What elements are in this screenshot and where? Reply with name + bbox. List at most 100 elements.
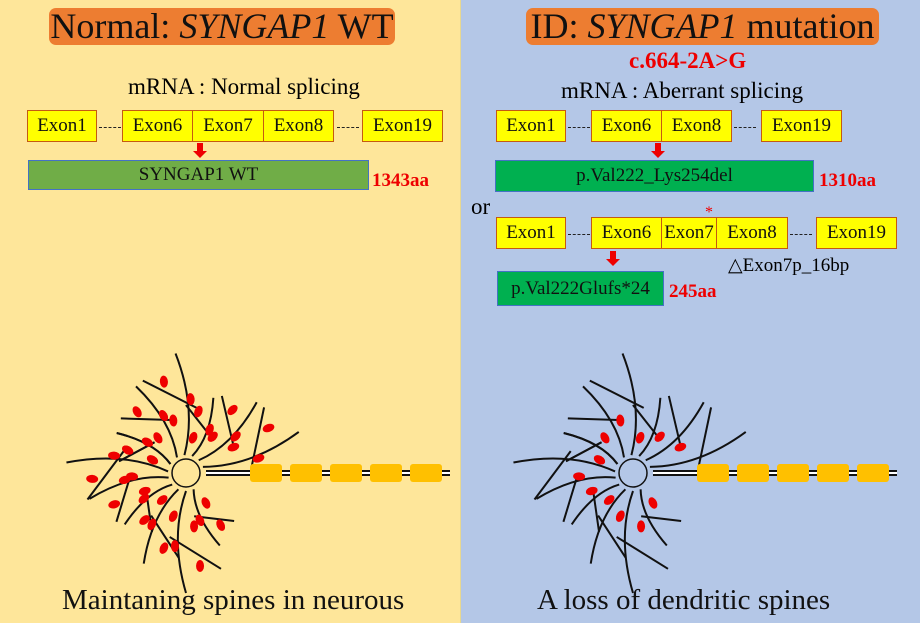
normal-panel: Normal: SYNGAP1 WT mRNA : Normal splicin…: [0, 0, 460, 623]
exon-box: Exon19: [362, 110, 443, 142]
dendrite-branch: [567, 417, 619, 422]
dendrite-branch: [533, 450, 572, 501]
dendrite-branch: [592, 491, 601, 533]
spine: [600, 432, 610, 444]
dendrite: [649, 431, 747, 468]
or-label: or: [471, 194, 491, 219]
myelin-segment: [290, 464, 322, 482]
dendrite-branch: [641, 515, 682, 523]
dendrite-branch: [562, 473, 579, 523]
dendrite: [142, 488, 180, 564]
dendrite-branch: [632, 404, 659, 438]
spine: [573, 472, 586, 481]
spine: [252, 454, 265, 463]
myelin-segment: [250, 464, 282, 482]
mutation-asterisk: *: [705, 204, 713, 221]
exon-box: Exon19: [761, 110, 842, 142]
spine: [147, 518, 157, 531]
dendrite: [582, 385, 625, 458]
myelin-segment: [817, 464, 849, 482]
exon-box: Exon7: [661, 217, 717, 249]
protein-length: 1343aa: [372, 170, 429, 191]
mutation-panel: ID: SYNGAP1 mutation c.664-2A>G mRNA : A…: [460, 0, 920, 623]
dendrite: [513, 457, 616, 473]
normal-caption: Maintaning spines in neurous: [62, 584, 405, 616]
intron-dash: [337, 127, 359, 128]
exon-box: Exon6: [591, 110, 662, 142]
spine: [216, 519, 226, 531]
dendrite: [621, 353, 637, 456]
intron-dash: [734, 127, 756, 128]
spine: [635, 431, 645, 444]
spine: [227, 404, 238, 416]
spine: [138, 493, 150, 504]
dendrite: [589, 488, 627, 564]
dendrite-branch: [142, 379, 198, 409]
myelin-segment: [737, 464, 769, 482]
exon-box: Exon8: [661, 110, 732, 142]
spine: [158, 410, 169, 422]
spine: [190, 520, 199, 533]
dendrite: [135, 385, 178, 458]
spine: [159, 542, 169, 554]
spine: [194, 405, 203, 418]
dendrite: [66, 457, 169, 473]
dendrite: [88, 476, 169, 500]
mrna-label: mRNA : Normal splicing: [128, 74, 360, 99]
dendrite: [535, 476, 616, 500]
dendrite: [176, 490, 187, 594]
intron-dash: [790, 234, 812, 235]
myelin-segment: [697, 464, 729, 482]
spine: [186, 393, 195, 406]
spine: [146, 455, 159, 465]
spine: [159, 375, 168, 388]
spine: [648, 497, 658, 509]
spine: [196, 559, 205, 572]
protein-bar: p.Val222Glufs*24: [497, 271, 664, 306]
myelin-segment: [330, 464, 362, 482]
dendrite-branch: [697, 407, 713, 467]
neuron-mutant: [513, 353, 897, 594]
spine: [230, 431, 241, 442]
dendrite-branch: [169, 536, 222, 570]
cell-nucleus: [171, 458, 201, 488]
spine: [188, 431, 198, 444]
spine: [227, 442, 240, 452]
myelin-segment: [857, 464, 889, 482]
dendrite-branch: [86, 450, 125, 501]
spine: [138, 486, 151, 496]
exon-box: Exon8: [263, 110, 334, 142]
intron-dash: [568, 127, 590, 128]
exon-box: Exon7: [192, 110, 264, 142]
intron-dash: [568, 234, 590, 235]
dendrite: [202, 431, 300, 468]
dendrite-branch: [667, 395, 682, 446]
spine: [139, 515, 150, 525]
spine: [593, 455, 606, 465]
spine: [108, 500, 121, 509]
mutation-title: ID: SYNGAP1 mutation: [526, 8, 879, 45]
exon-box: Exon1: [496, 217, 566, 249]
exon-box: Exon6: [122, 110, 193, 142]
spine: [262, 423, 275, 433]
spine: [132, 406, 142, 418]
spine: [654, 431, 665, 442]
deletion-label: △Exon7p_16bp: [728, 255, 850, 276]
neuron-normal: [66, 353, 450, 594]
myelin-segment: [370, 464, 402, 482]
variant-label: c.664-2A>G: [629, 48, 747, 73]
spine: [637, 520, 646, 533]
dendrite: [623, 490, 634, 594]
dendrite: [174, 353, 190, 456]
spine: [153, 432, 163, 444]
spine: [86, 474, 99, 483]
spine: [169, 414, 178, 427]
normal-title: Normal: SYNGAP1 WT: [49, 6, 395, 46]
spine: [156, 495, 168, 505]
exon-box: Exon6: [591, 217, 662, 249]
protein-bar: p.Val222_Lys254del: [495, 160, 814, 192]
spine: [616, 414, 625, 427]
spine: [195, 514, 205, 527]
dendrite: [198, 401, 258, 462]
